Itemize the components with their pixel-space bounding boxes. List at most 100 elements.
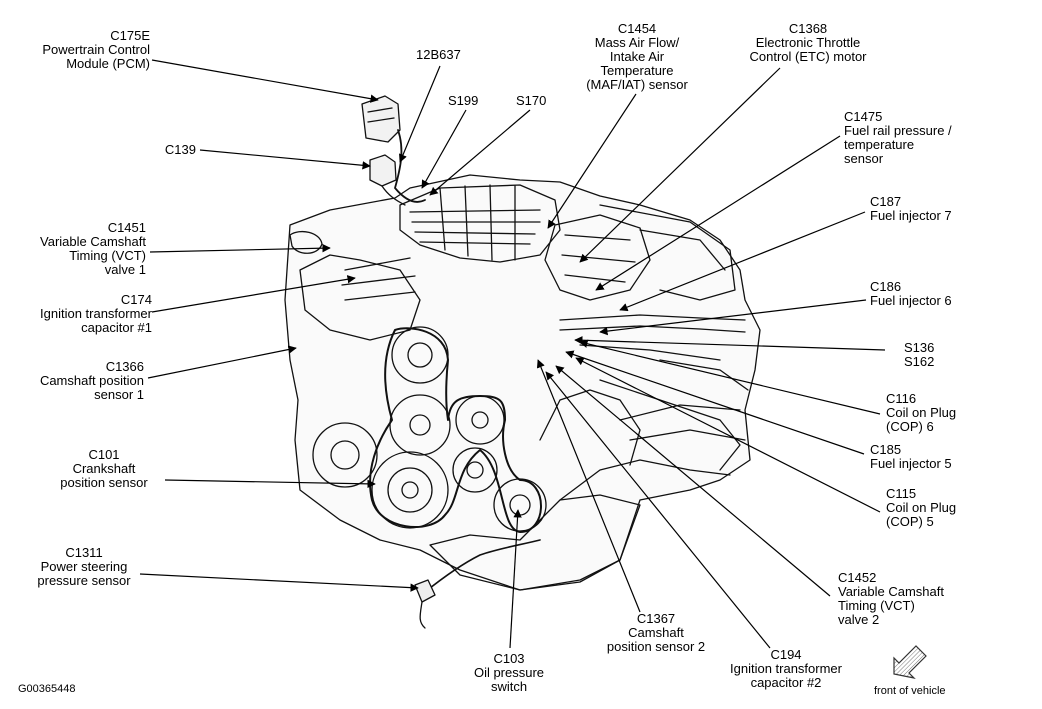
label-c1451: C1451 Variable Camshaft Timing (VCT) val… (10, 221, 146, 277)
label-s136-code: S136 (904, 340, 935, 355)
label-c194-line1: Ignition transformer (730, 661, 842, 676)
label-c101: C101 Crankshaft position sensor (48, 448, 160, 490)
label-12b637: 12B637 (416, 48, 461, 62)
label-c1475-line3: sensor (844, 151, 884, 166)
ps-sensor-harness (424, 539, 541, 593)
label-c1368-line1: Electronic Throttle (755, 35, 861, 50)
label-c1475-code: C1475 (844, 109, 883, 124)
leader-c1367 (536, 359, 641, 613)
label-c1475-line2: temperature (844, 137, 915, 152)
label-c103: C103 Oil pressure switch (466, 652, 552, 694)
label-c174-code: C174 (120, 292, 152, 307)
label-c1475: C1475 Fuel rail pressure / temperature s… (844, 110, 952, 166)
label-c194-line2: capacitor #2 (750, 675, 822, 690)
label-c1454-line2: Intake Air (609, 49, 665, 64)
label-c103-line1: Oil pressure (473, 665, 545, 680)
label-c1451-line1: Variable Camshaft (40, 234, 146, 249)
label-c116-code: C116 (886, 391, 917, 406)
label-c174: C174 Ignition transformer capacitor #1 (10, 293, 152, 335)
label-c115-line1: Coil on Plug (886, 500, 957, 515)
leader-s136 (574, 336, 886, 351)
leader-c1368 (579, 67, 781, 263)
label-c187-code: C187 (870, 194, 902, 209)
label-c1452-line2: Timing (VCT) (838, 598, 915, 613)
leader-c174 (151, 275, 356, 313)
label-c1368: C1368 Electronic Throttle Control (ETC) … (735, 22, 881, 64)
pcm-connector (361, 95, 401, 143)
label-c101-line2: position sensor (60, 475, 148, 490)
leader-c186 (599, 299, 867, 336)
label-c139: C139 (140, 143, 196, 157)
leader-c139 (199, 149, 371, 170)
leader-12b637 (399, 65, 441, 163)
ps-sensor (414, 579, 436, 603)
leader-c1451 (149, 243, 331, 253)
label-c116-line1: Coil on Plug (886, 405, 957, 420)
label-c103-line2: switch (490, 679, 528, 694)
label-c101-code: C101 (88, 447, 120, 462)
label-c1454: C1454 Mass Air Flow/ Intake Air Temperat… (570, 22, 704, 92)
label-c1454-line4: (MAF/IAT) sensor (586, 77, 688, 92)
leader-c1452 (555, 365, 831, 597)
label-s199: S199 (448, 94, 478, 108)
label-c1311-line2: pressure sensor (37, 573, 131, 588)
intake-manifold (399, 184, 561, 263)
leader-c1475 (595, 135, 841, 291)
leader-c185 (565, 350, 865, 455)
label-c1311-line1: Power steering (40, 559, 128, 574)
tensioner-pulley (452, 447, 498, 493)
label-c115: C115 Coil on Plug (COP) 5 (886, 487, 956, 529)
leader-s170 (429, 109, 531, 196)
ac-compressor-pulley (312, 422, 378, 488)
label-c1454-line1: Mass Air Flow/ (594, 35, 680, 50)
label-c186-line1: Fuel injector 6 (870, 293, 952, 308)
label-c1451-code: C1451 (107, 220, 146, 235)
label-c1366-line1: Camshaft position (39, 373, 144, 388)
label-c186-code: C186 (870, 279, 902, 294)
label-c1454-code: C1454 (617, 21, 657, 36)
crankshaft-pulley (371, 451, 449, 529)
label-c175e-code: C175E (110, 28, 150, 43)
front-of-vehicle-arrow-icon (893, 645, 927, 679)
water-pump-pulley (389, 394, 451, 456)
label-c194: C194 Ignition transformer capacitor #2 (716, 648, 856, 690)
label-c175e-line2: Module (PCM) (66, 56, 150, 71)
wiring-harness (394, 129, 426, 203)
label-c1366-line2: sensor 1 (94, 387, 144, 402)
label-c1367-line2: position sensor 2 (606, 639, 706, 654)
label-c1452: C1452 Variable Camshaft Timing (VCT) val… (838, 571, 944, 627)
label-12b637-code: 12B637 (416, 47, 461, 62)
label-c187-line1: Fuel injector 7 (870, 208, 952, 223)
label-c1452-line3: valve 2 (838, 612, 880, 627)
label-c1452-code: C1452 (838, 570, 877, 585)
label-c174-line2: capacitor #1 (81, 320, 152, 335)
label-c1454-line3: Temperature (600, 63, 674, 78)
label-c1366-code: C1366 (105, 359, 144, 374)
label-c103-code: C103 (493, 651, 525, 666)
label-c1367-line1: Camshaft (628, 625, 684, 640)
label-c1452-line1: Variable Camshaft (838, 584, 944, 599)
label-c116-line2: (COP) 6 (886, 419, 934, 434)
leader-c1311 (139, 573, 419, 592)
oil-pan (429, 494, 641, 591)
label-c1368-code: C1368 (788, 21, 828, 36)
leader-c187 (619, 211, 866, 312)
label-c116: C116 Coil on Plug (COP) 6 (886, 392, 956, 434)
label-c1311: C1311 Power steering pressure sensor (28, 546, 140, 588)
front-of-vehicle-label: front of vehicle (874, 685, 946, 697)
label-c174-line1: Ignition transformer (40, 306, 152, 321)
label-s170: S170 (516, 94, 546, 108)
leader-c175e (151, 59, 379, 103)
leader-c1366 (147, 345, 297, 379)
label-c1367: C1367 Camshaft position sensor 2 (596, 612, 716, 654)
label-s170-code: S170 (516, 93, 547, 108)
leader-c101 (164, 479, 376, 489)
figure-id: G00365448 (18, 683, 76, 695)
label-c194-code: C194 (770, 647, 802, 662)
label-c186: C186 Fuel injector 6 (870, 280, 952, 308)
label-c175e: C175E Powertrain Control Module (PCM) (10, 29, 150, 71)
label-c115-code: C115 (886, 486, 917, 501)
